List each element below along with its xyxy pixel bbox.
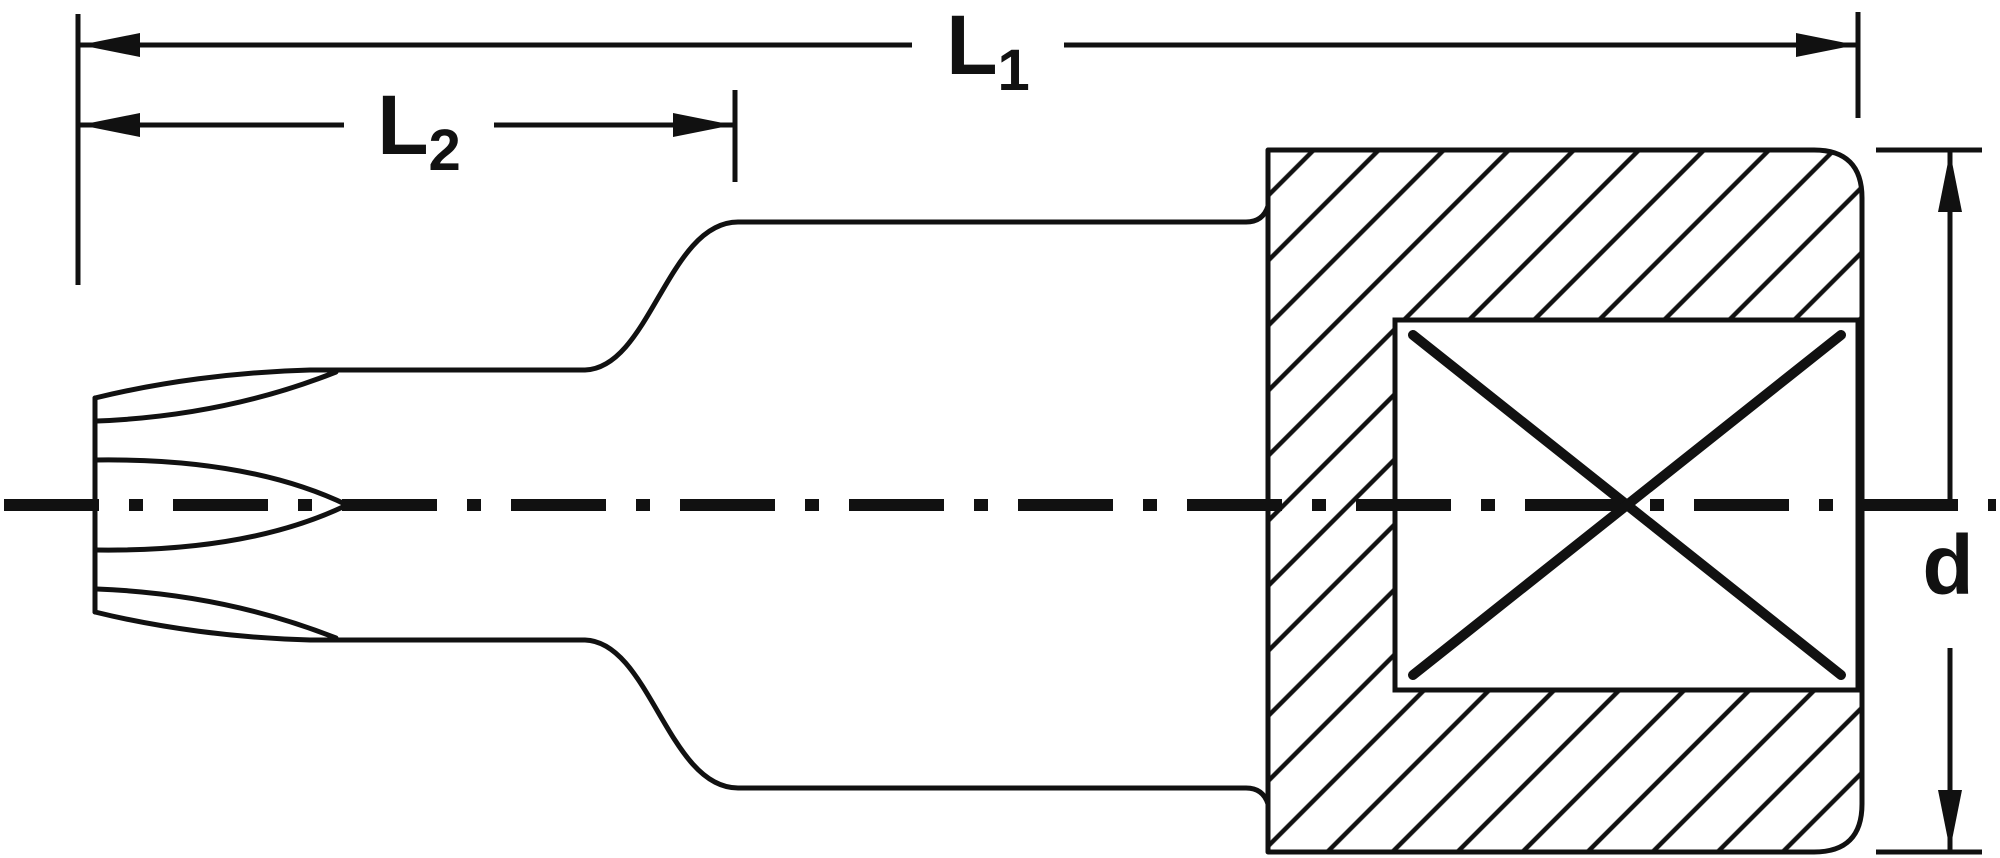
L2-arrowhead-right: [673, 113, 733, 137]
square-drive-cross: [1408, 330, 1846, 680]
center-lobe-upper-curve: [93, 457, 350, 508]
L1-arrowhead-right: [1796, 33, 1856, 57]
lower-profile: [92, 609, 1271, 807]
dimension-d: d: [1876, 147, 1982, 855]
d-arrowhead-top: [1938, 152, 1962, 212]
upper-profile: [92, 203, 1271, 401]
L1-arrowhead-left: [80, 33, 140, 57]
upper-flute-curve: [94, 369, 339, 424]
L1-label: L1: [946, 0, 1030, 103]
cross-diagonal-2: [1408, 330, 1846, 680]
lower-flute-curve: [94, 586, 339, 641]
torx-flute-curves: [93, 369, 350, 641]
d-arrowhead-bottom: [1938, 790, 1962, 850]
dimension-L1: L1: [75, 0, 1861, 285]
center-lobe-lower-curve: [93, 502, 350, 553]
dimension-L2: L2: [80, 78, 738, 183]
L2-arrowhead-left: [80, 113, 140, 137]
d-label: d: [1922, 518, 1973, 612]
L2-label: L2: [377, 78, 461, 183]
